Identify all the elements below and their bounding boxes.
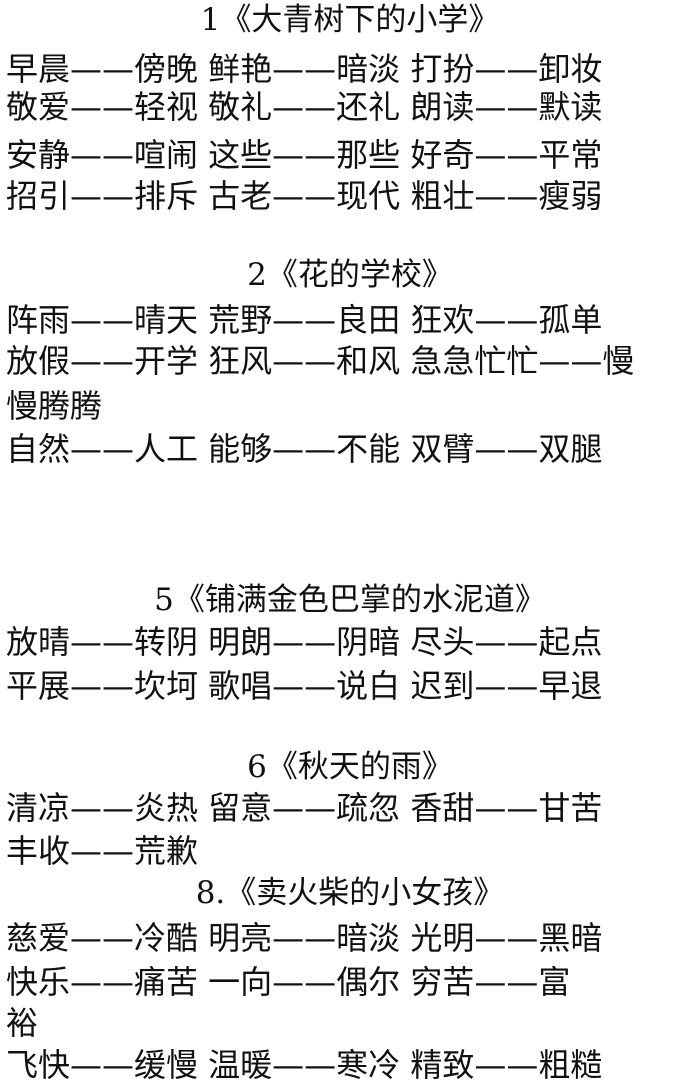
section-2-line-1: 阵雨——晴天 荒野——良田 狂欢——孤单 (6, 301, 603, 339)
section-8-line-3: 裕 (6, 1004, 39, 1042)
section-2-title: 2《花的学校》 (247, 257, 453, 293)
section-5-line-1: 放晴——转阴 明朗——阴暗 尽头——起点 (6, 623, 603, 661)
section-6-line-2: 丰收——荒歉 (6, 832, 199, 870)
section-1-line-1: 早晨——傍晚 鲜艳——暗淡 打扮——卸妆 (6, 50, 603, 88)
section-8-line-4: 飞快——缓慢 温暖——寒冷 精致——粗糙 (6, 1046, 603, 1084)
section-6-line-1: 清凉——炎热 留意——疏忽 香甜——甘苦 (6, 789, 603, 827)
section-6-title: 6《秋天的雨》 (247, 749, 453, 785)
section-2-line-2: 放假——开学 狂风——和风 急急忙忙——慢 (6, 342, 635, 380)
section-1-line-2: 敬爱——轻视 敬礼——还礼 朗读——默读 (6, 88, 603, 126)
section-5-line-2: 平展——坎坷 歌唱——说白 迟到——早退 (6, 667, 603, 705)
section-8-line-1: 慈爱——冷酷 明亮——暗淡 光明——黑暗 (6, 919, 603, 957)
section-5-title: 5《铺满金色巴掌的水泥道》 (154, 582, 546, 618)
section-2-line-3: 慢腾腾 (6, 387, 103, 425)
section-1-title: 1《大青树下的小学》 (200, 2, 500, 38)
section-1-line-4: 招引——排斥 古老——现代 粗壮——瘦弱 (6, 177, 603, 215)
section-2-line-4: 自然——人工 能够——不能 双臂——双腿 (6, 430, 603, 468)
section-1-line-3: 安静——喧闹 这些——那些 好奇——平常 (6, 136, 603, 174)
section-8-line-2: 快乐——痛苦 一向——偶尔 穷苦——富 (6, 963, 571, 1001)
section-8-title: 8.《卖火柴的小女孩》 (195, 875, 505, 911)
